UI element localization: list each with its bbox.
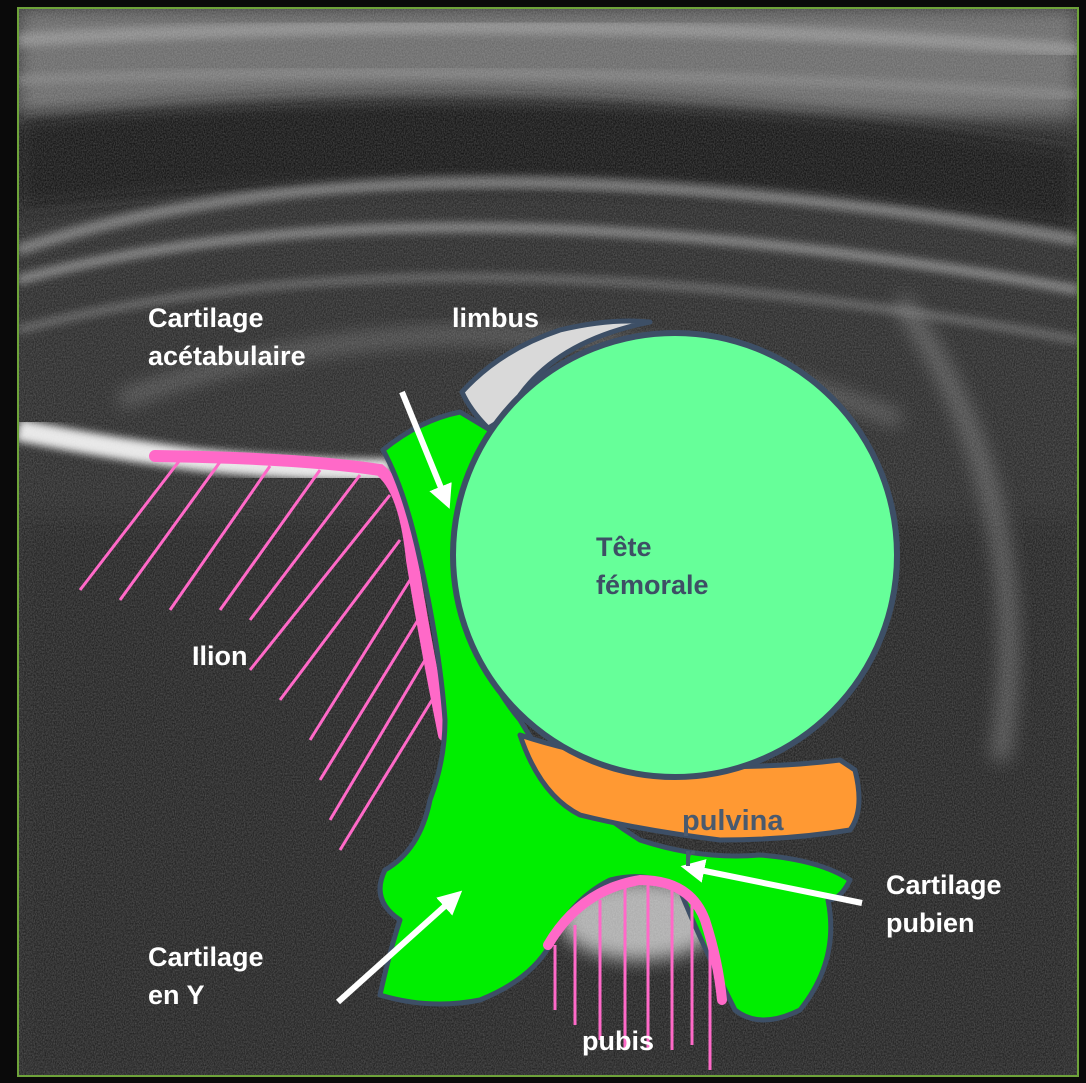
label-pubis: pubis — [582, 1022, 654, 1060]
label-cartilage-pubien-line2: pubien — [886, 904, 1002, 942]
label-cartilage-acetabulaire-line2: acétabulaire — [148, 337, 306, 375]
label-cartilage-pubien: Cartilage pubien — [886, 866, 1002, 942]
label-ilion: Ilion — [192, 637, 248, 675]
label-pulvinar-line2: r — [682, 839, 784, 875]
label-pulvinar-line1: pulvina — [682, 803, 784, 839]
label-tete-femorale: Tête fémorale — [596, 528, 709, 604]
label-cartilage-acetabulaire: Cartilage acétabulaire — [148, 299, 306, 375]
label-tete-line2: fémorale — [596, 566, 709, 604]
label-cartilage-acetabulaire-line1: Cartilage — [148, 299, 306, 337]
label-limbus: limbus — [452, 299, 539, 337]
label-pulvinar: pulvina r — [682, 803, 784, 875]
label-cartilage-pubien-line1: Cartilage — [886, 866, 1002, 904]
label-tete-line1: Tête — [596, 528, 709, 566]
label-cartilage-en-y: Cartilage en Y — [148, 938, 264, 1014]
label-cartilage-y-line2: en Y — [148, 976, 264, 1014]
label-cartilage-y-line1: Cartilage — [148, 938, 264, 976]
